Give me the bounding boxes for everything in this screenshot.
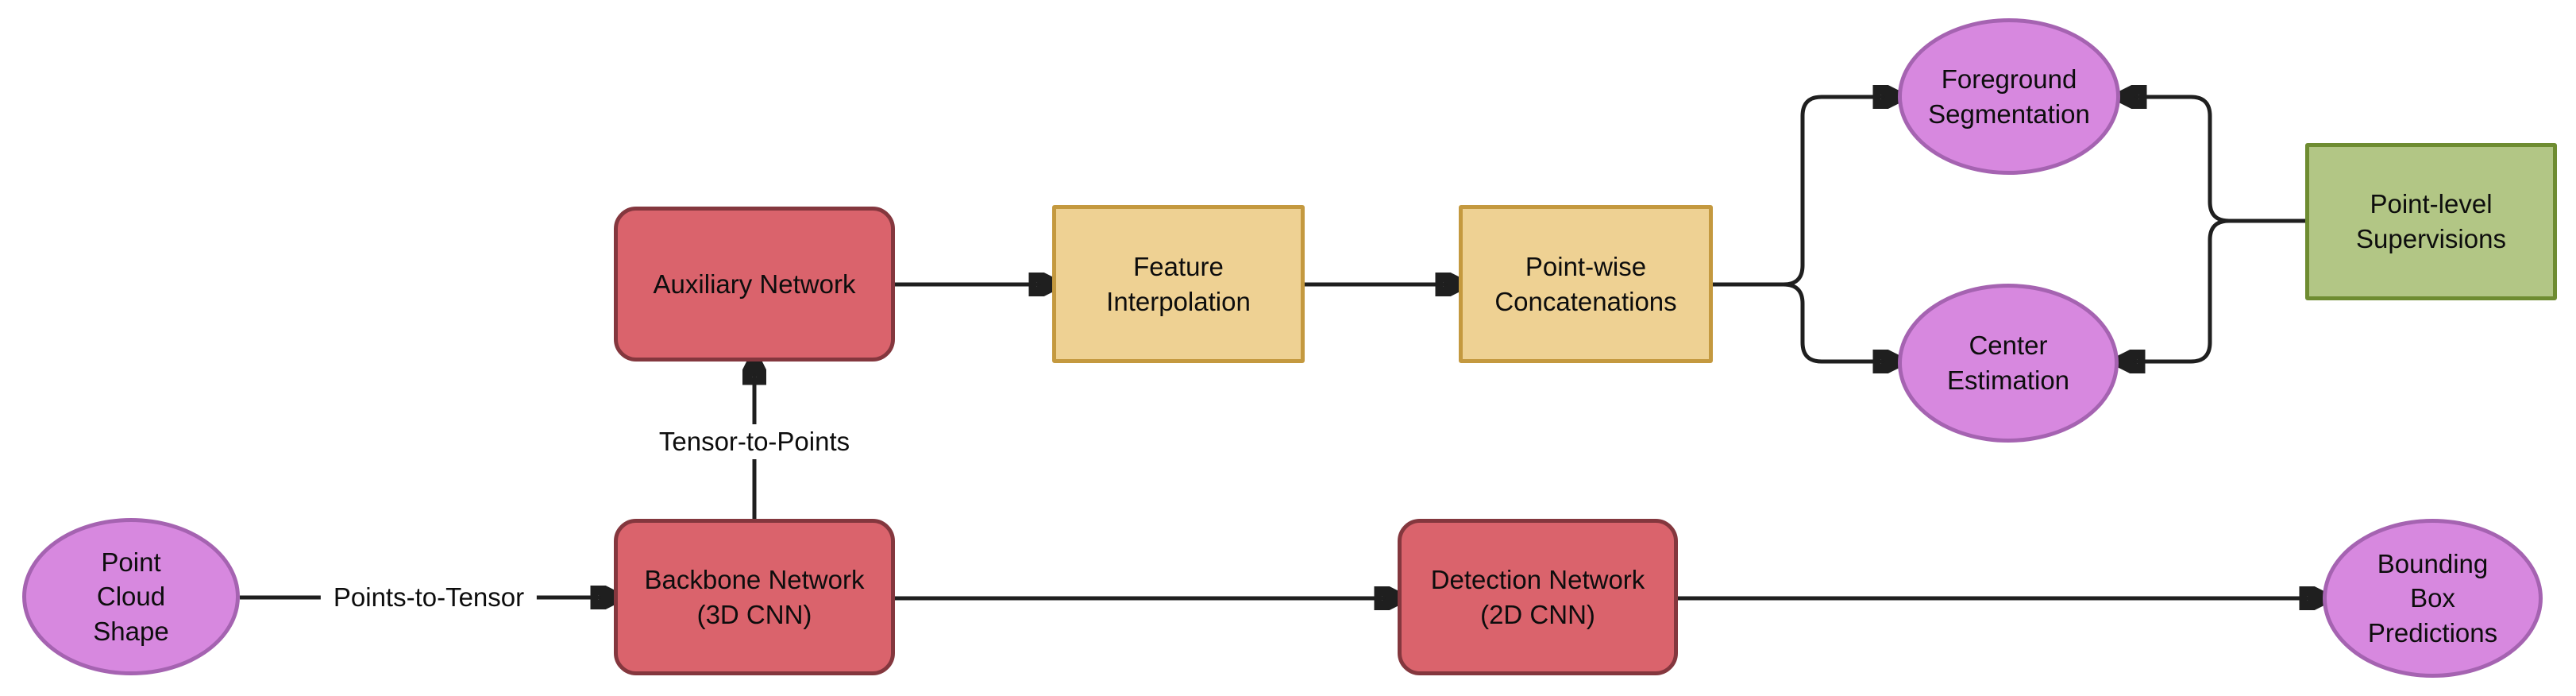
node-pointwise-concatenations: Point-wise Concatenations — [1459, 205, 1713, 363]
arrow-supervisions-to-center-estimation — [2122, 218, 2230, 362]
edge-label-tensor-to-points: Tensor-to-Points — [646, 424, 863, 459]
node-backbone-network-label: Backbone Network (3D CNN) — [644, 564, 865, 629]
node-feature-interpolation: Feature Interpolation — [1052, 205, 1305, 363]
node-detection-network-label: Detection Network (2D CNN) — [1430, 564, 1645, 629]
node-backbone-network: Backbone Network (3D CNN) — [614, 519, 895, 675]
edge-label-points-to-tensor: Points-to-Tensor — [320, 580, 538, 615]
node-point-cloud-shape-label: Point Cloud Shape — [93, 547, 169, 646]
node-bounding-box-predictions: Bounding Box Predictions — [2323, 519, 2543, 678]
node-foreground-segmentation-label: Foreground Segmentation — [1928, 64, 2090, 129]
node-center-estimation: Center Estimation — [1898, 284, 2119, 443]
node-auxiliary-network: Auxiliary Network — [614, 207, 895, 362]
node-center-estimation-label: Center Estimation — [1946, 331, 2070, 395]
node-bounding-box-predictions-label: Bounding Box Predictions — [2367, 548, 2498, 648]
node-feature-interpolation-label: Feature Interpolation — [1106, 251, 1251, 316]
node-point-level-supervisions-label: Point-level Supervisions — [2356, 189, 2506, 253]
node-pointwise-concatenations-label: Point-wise Concatenations — [1494, 251, 1677, 316]
arrow-supervisions-to-foreground-segmentation — [2123, 97, 2305, 223]
node-foreground-segmentation: Foreground Segmentation — [1898, 18, 2120, 175]
node-point-level-supervisions: Point-level Supervisions — [2305, 143, 2557, 300]
node-point-cloud-shape: Point Cloud Shape — [22, 518, 240, 675]
node-detection-network: Detection Network (2D CNN) — [1398, 519, 1678, 675]
arrow-pointwise-to-center-estimation — [1783, 282, 1896, 362]
arrow-pointwise-to-foreground-segmentation — [1713, 97, 1896, 287]
node-auxiliary-network-label: Auxiliary Network — [653, 269, 856, 299]
